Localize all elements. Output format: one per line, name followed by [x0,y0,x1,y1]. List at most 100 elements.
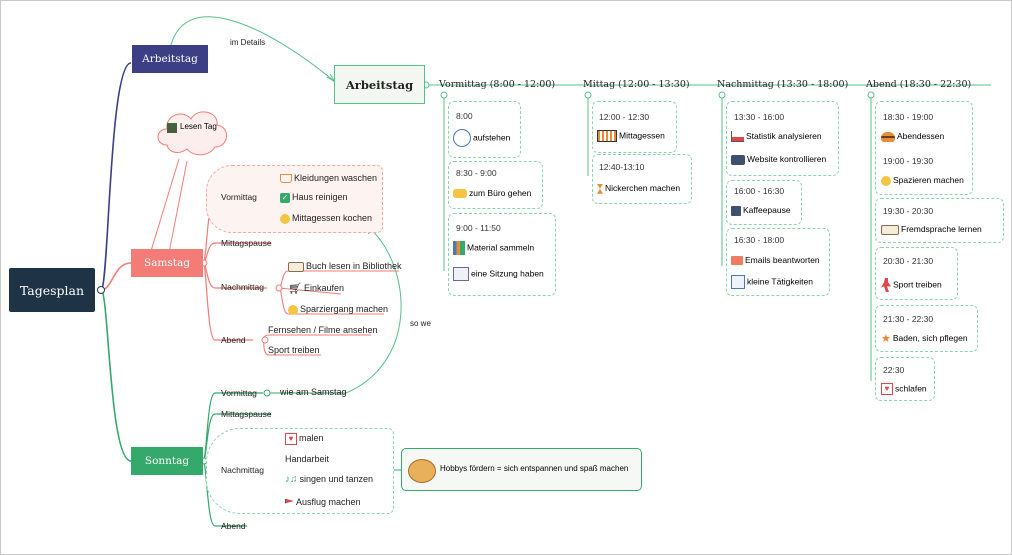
root-title: Tagesplan [19,282,85,298]
hobbys-callout[interactable]: Hobbys fördern = sich entspannen und spa… [401,448,642,491]
abend-item-schlafen[interactable]: ♥schlafen [881,383,927,395]
mittag-group-2 [592,154,692,204]
samstag-item-haus[interactable]: ✓Haus reinigen [280,191,348,203]
sonntag-abend-label: Abend [221,521,246,531]
nachmittag-item-kaffeepause[interactable]: Kaffeepause [731,205,791,216]
vormittag-time-3: 9:00 - 11:50 [456,223,501,233]
samstag-item-mittagessen[interactable]: Mittagessen kochen [280,212,372,224]
sonntag-mittagspause[interactable]: Mittagspause [221,409,272,419]
column-header-vormittag[interactable]: Vormittag (8:00 - 12:00) [439,79,556,90]
nachmittag-item-taetigkeiten[interactable]: kleine Tätigkeiten [731,275,813,289]
vormittag-item-buero[interactable]: zum Büro gehen [453,188,531,199]
samstag-item-fernsehen[interactable]: Fernsehen / Filme ansehen [268,325,378,335]
nachmittag-item-statistik-label: Statistik analysieren [746,131,822,141]
nachmittag-item-emails[interactable]: Emails beantworten [731,255,820,266]
abend-time-5: 21:30 - 22:30 [883,314,934,324]
smiley-icon [288,304,298,315]
abend-time-4: 20:30 - 21:30 [883,256,934,266]
column-header-mittag[interactable]: Mittag (12:00 - 13:30) [583,79,690,90]
abend-item-spazieren-label: Spazieren machen [893,175,964,185]
samstag-item-einkaufen-label: Einkaufen [303,283,344,293]
arbeitstag-detail-title[interactable]: Arbeitstag [334,65,425,104]
abend-group-1 [875,101,973,195]
nachmittag-group-2 [726,180,802,225]
open-book-icon [288,261,304,272]
sonntag-vormittag-label: Vormittag [221,388,257,398]
samstag-item-sport[interactable]: Sport treiben [268,345,320,355]
branch-samstag[interactable]: Samstag [131,249,203,277]
samstag-item-buch-label: Buch lesen in Bibliothek [306,261,402,271]
runner-icon [881,278,891,292]
root-node-tagesplan[interactable]: Tagesplan [9,268,95,312]
meal-icon [597,130,617,142]
coffee-icon [731,205,741,216]
smiley-icon [881,175,891,186]
vormittag-time-2: 8:30 - 9:00 [456,168,497,178]
nachmittag-group-3 [726,228,830,296]
samstag-item-mittagessen-label: Mittagessen kochen [292,213,373,223]
check-icon: ✓ [280,192,290,203]
sonntag-item-singen[interactable]: ♪♫singen und tanzen [285,473,373,486]
abend-time-2: 19:00 - 19:30 [883,156,934,166]
presentation-icon [453,267,469,281]
abend-item-schlafen-label: schlafen [895,383,927,394]
cloud-shape [157,111,227,156]
smiley-icon [280,213,290,224]
samstag-item-kleidungen-label: Kleidungen waschen [294,173,378,183]
sonntag-nachmittag-label: Nachmittag [221,465,264,475]
abend-group-4 [875,305,978,352]
abend-item-fremdsprache[interactable]: Fremdsprache lernen [881,224,982,235]
mittag-item-nickerchen[interactable]: Nickerchen machen [597,183,680,194]
sonntag-item-ausflug[interactable]: Ausflug machen [285,496,361,508]
lesen-tag-callout[interactable]: Lesen Tag [153,105,231,159]
mittag-time-2: 12:40-13:10 [599,162,645,172]
sonntag-nachmittag-boundary [206,428,394,514]
abend-item-abendessen[interactable]: Abendessen [881,131,944,142]
samstag-item-sparziergang[interactable]: Sparziergang machen [288,303,388,315]
vormittag-item-aufstehen[interactable]: aufstehen [453,129,510,147]
vormittag-item-material-label: Material sammeln [467,242,535,253]
samstag-item-einkaufen[interactable]: 🛒︎Einkaufen [288,282,344,294]
vormittag-group-1 [448,101,521,158]
abend-time-3: 19:30 - 20:30 [883,206,934,216]
column-header-abend[interactable]: Abend (18:30 - 22:30) [866,79,972,90]
vormittag-item-material[interactable]: Material sammeln [453,241,534,255]
samstag-item-sparziergang-label: Sparziergang machen [300,304,389,314]
lesen-tag-label: Lesen Tag [180,122,217,131]
mittag-item-mittagessen[interactable]: Mittagessen [597,130,665,142]
mail-icon [731,256,743,266]
abend-item-spazieren[interactable]: Spazieren machen [881,175,964,186]
samstag-item-kleidungen[interactable]: Kleidungen waschen [280,172,377,184]
branch-sonntag[interactable]: Sonntag [131,447,203,475]
branch-arbeitstag[interactable]: Arbeitstag [132,45,208,73]
abend-group-3 [875,247,958,300]
abend-item-baden[interactable]: ★Baden, sich pflegen [881,333,968,344]
column-header-nachmittag[interactable]: Nachmittag (13:30 - 18:00) [717,79,849,90]
samstag-mittagspause[interactable]: Mittagspause [221,238,272,248]
mittag-group-1 [592,101,677,153]
branch-arbeitstag-label: Arbeitstag [142,53,198,65]
samstag-vormittag-boundary [206,165,383,233]
flag-icon [285,498,294,504]
mittag-time-1: 12:00 - 12:30 [599,112,650,122]
nachmittag-item-taetigkeiten-label: kleine Tätigkeiten [747,276,813,287]
vormittag-item-sitzung[interactable]: eine Sitzung haben [453,267,544,281]
heart-icon: ♥ [881,383,893,395]
samstag-item-buch[interactable]: Buch lesen in Bibliothek [288,260,402,272]
sonntag-item-malen-label: malen [299,433,324,443]
nachmittag-item-website[interactable]: Website kontrollieren [731,154,826,165]
sonntag-item-malen[interactable]: ♥malen [285,432,324,445]
sonntag-item-handarbeit[interactable]: Handarbeit [285,454,330,464]
nachmittag-item-website-label: Website kontrollieren [747,154,827,164]
nachmittag-item-statistik[interactable]: Statistik analysieren [731,131,822,143]
branch-samstag-label: Samstag [144,257,190,269]
abend-item-sport[interactable]: Sport treiben [881,278,942,292]
nachmittag-time-1: 13:30 - 16:00 [734,112,785,122]
samstag-nachmittag-label: Nachmittag [221,282,264,292]
car-icon [453,189,467,199]
nachmittag-group-1 [726,101,839,176]
vormittag-item-sitzung-label: eine Sitzung haben [471,268,544,279]
mittag-item-nickerchen-label: Nickerchen machen [605,183,681,193]
sonntag-item-wie-am-samstag[interactable]: wie am Samstag [280,387,347,397]
